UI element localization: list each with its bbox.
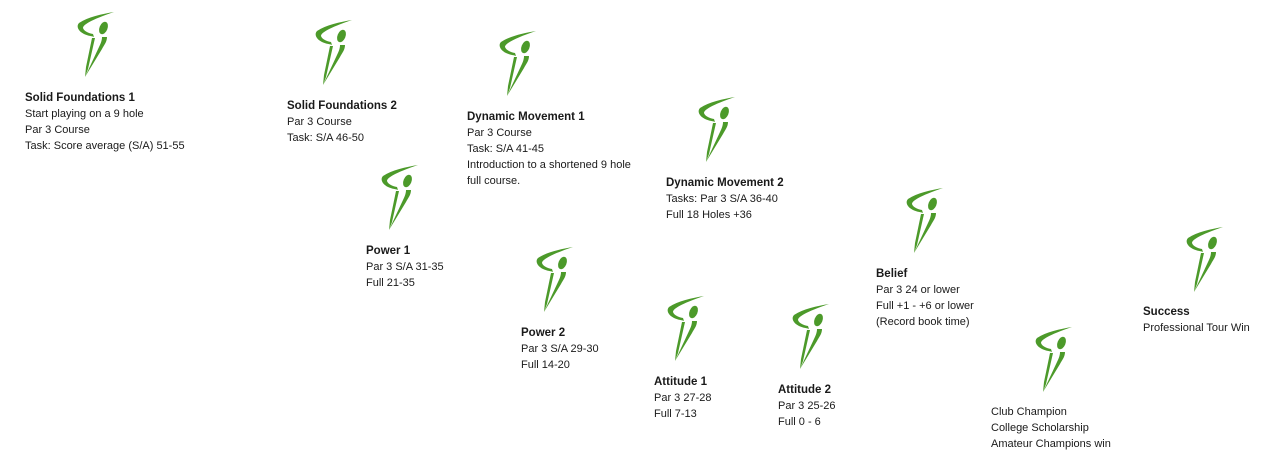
stage-detail: Full 0 - 6 [778,416,821,428]
stage-detail: Full 18 Holes +36 [666,209,752,221]
stage-detail: Task: Score average (S/A) 51-55 [25,140,185,152]
stage-detail: Tasks: Par 3 S/A 36-40 [666,193,778,205]
golfer-swoosh-icon [535,246,575,314]
stage-detail: Full 14-20 [521,359,570,371]
stage-detail: Amateur Champions win [991,438,1111,450]
golfer-swoosh-icon [314,19,354,87]
stage-detail: Par 3 Course [467,127,532,139]
stage-detail: Task: S/A 41-45 [467,143,545,155]
stage-title: Solid Foundations 2 [287,100,397,112]
stage-detail: Par 3 25-26 [778,400,836,412]
stage-detail: Start playing on a 9 hole [25,108,144,120]
golfer-swoosh-icon [1034,326,1074,394]
stage-detail: Full 7-13 [654,408,697,420]
stage-title: Belief [876,268,908,280]
stage-title: Success [1143,306,1190,318]
stage-detail: Professional Tour Win [1143,322,1250,334]
golfer-swoosh-icon [697,96,737,164]
golfer-swoosh-icon [905,187,945,255]
stage-detail: Introduction to a shortened 9 hole [467,159,631,171]
stage-title: Solid Foundations 1 [25,92,135,104]
stage-detail: Full 21-35 [366,277,415,289]
stage-detail: Par 3 S/A 31-35 [366,261,444,273]
stage-detail: College Scholarship [991,422,1089,434]
stage-detail: (Record book time) [876,316,970,328]
stage-detail: Full +1 - +6 or lower [876,300,974,312]
stage-detail: Par 3 S/A 29-30 [521,343,599,355]
stage-title: Attitude 2 [778,384,832,396]
stage-detail: Par 3 Course [25,124,90,136]
golfer-swoosh-icon [380,164,420,232]
stage-title: Power 1 [366,245,411,257]
stage-detail: Par 3 Course [287,116,352,128]
golfer-swoosh-icon [498,30,538,98]
stage-title: Dynamic Movement 2 [666,177,784,189]
stage-title: Attitude 1 [654,376,708,388]
golfer-swoosh-icon [76,11,116,79]
golfer-swoosh-icon [791,303,831,371]
stage-detail: Par 3 24 or lower [876,284,960,296]
golfer-swoosh-icon [666,295,706,363]
golfer-swoosh-icon [1185,226,1225,294]
stage-title: Dynamic Movement 1 [467,111,585,123]
stage-detail: Par 3 27-28 [654,392,712,404]
stage-title: Power 2 [521,327,566,339]
stage-detail: full course. [467,175,521,187]
stage-detail: Club Champion [991,406,1067,418]
stage-detail: Task: S/A 46-50 [287,132,365,144]
